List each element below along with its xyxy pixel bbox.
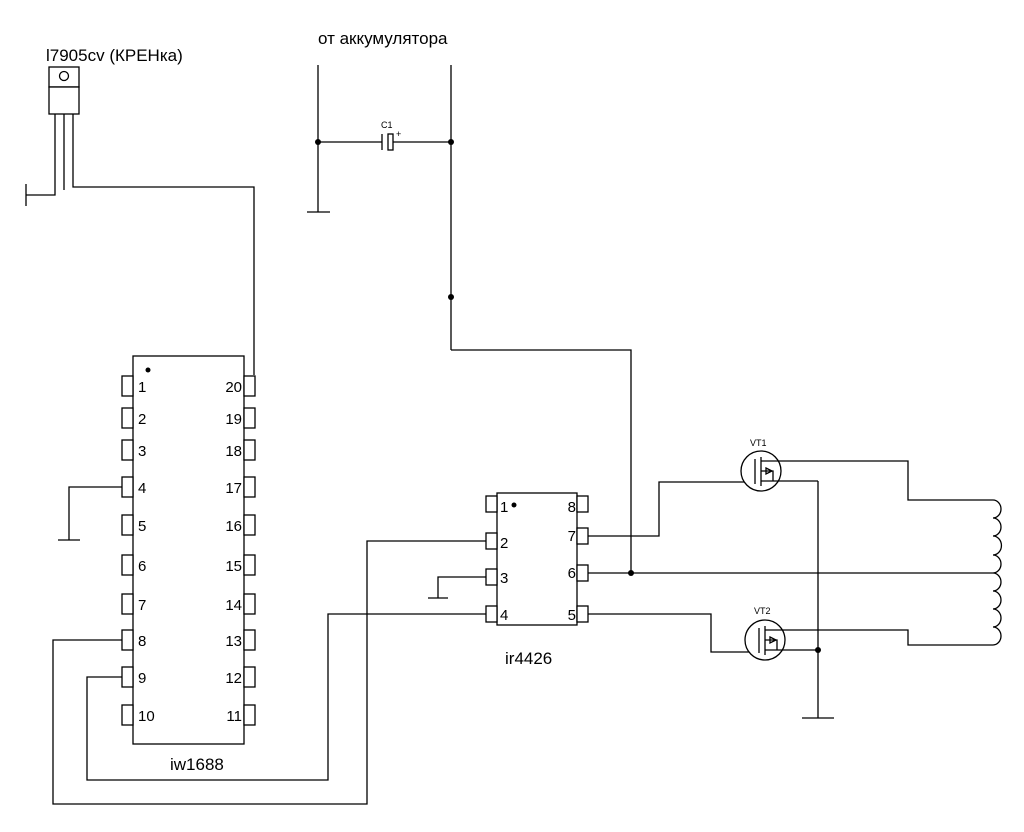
ic1-pin-1 <box>121 375 134 397</box>
ic-iw1688: iw1688 1 2 3 4 5 6 7 8 9 10 20 19 18 <box>121 355 256 774</box>
ic-ir4426-body <box>496 492 578 626</box>
pin1-marker <box>145 367 151 373</box>
ic1-pin-10 <box>121 704 134 726</box>
ic1-pin-13 <box>243 629 256 651</box>
ic2-pin-7 <box>576 527 589 545</box>
ic2-pin-label: 3 <box>500 570 508 587</box>
ic1-pin-label: 15 <box>225 558 242 575</box>
ic1-pin-9 <box>121 666 134 688</box>
ic1-pin-17 <box>243 476 256 498</box>
ic1-pin-label: 11 <box>226 708 242 725</box>
wire-driver-pin3-ground <box>437 576 486 598</box>
wire-battery-to-driver-pin6 <box>451 349 632 573</box>
ic2-pin-3 <box>485 568 498 586</box>
transistor-vt1: VT1 <box>740 438 818 492</box>
battery-label: от аккумулятора <box>318 29 448 48</box>
ic1-pin-19 <box>243 407 256 429</box>
ic1-pin-label: 12 <box>225 670 242 687</box>
junction-dot <box>815 647 821 653</box>
ic1-pin-4 <box>121 476 134 498</box>
ic1-pin-label: 19 <box>225 411 242 428</box>
ic1-pin-12 <box>243 666 256 688</box>
ic1-pin-5 <box>121 514 134 536</box>
junction-dot <box>448 139 454 145</box>
c1-plate-right <box>387 133 394 151</box>
ic1-pin-label: 18 <box>225 443 242 460</box>
ic1-pin-8 <box>121 629 134 651</box>
ic2-pin-label: 8 <box>568 499 576 516</box>
ic1-pin-label: 16 <box>225 518 242 535</box>
pin1-marker <box>511 502 517 508</box>
ic2-pin-label: 6 <box>568 565 576 582</box>
ic1-pin-7 <box>121 593 134 615</box>
regulator-body <box>48 86 80 115</box>
regulator-mounting-hole <box>58 70 70 82</box>
regulator-l7905cv: l7905cv (КРЕНка) <box>25 46 255 375</box>
wire-vt1-drain-to-coil <box>781 460 993 501</box>
junction-dot <box>628 570 634 576</box>
ic-iw1688-body <box>132 355 245 745</box>
ic1-pin-label: 6 <box>138 558 146 575</box>
ic2-pin-label: 2 <box>500 535 508 552</box>
ic1-pin-label: 20 <box>225 379 242 396</box>
ic1-pin-label: 17 <box>225 480 242 497</box>
ic2-pin-label: 4 <box>500 607 508 624</box>
regulator-leg-ground <box>26 114 56 196</box>
ic1-pin-6 <box>121 554 134 576</box>
vt1-label: VT1 <box>750 438 767 448</box>
ic2-pin-8 <box>576 495 589 513</box>
ic2-pin-5 <box>576 605 589 623</box>
ic1-pin-18 <box>243 439 256 461</box>
battery-input: от аккумулятора C1 + <box>307 29 632 573</box>
ic1-pin-label: 10 <box>138 708 155 725</box>
wire-pin9-to-driver-pin4 <box>86 613 486 781</box>
vt1-arrow <box>765 466 774 476</box>
ic1-pin-label: 1 <box>138 379 146 396</box>
ic1-pin-20 <box>243 375 256 397</box>
vt2-label: VT2 <box>754 606 771 616</box>
ic1-pin-label: 3 <box>138 443 146 460</box>
wire-vt2-drain-to-coil <box>785 629 993 646</box>
ic-ir4426: ir4426 1 2 3 4 8 7 6 5 <box>485 492 589 668</box>
wire-pin7-to-vt1-gate <box>588 481 752 537</box>
wire-pin8-to-driver-pin2 <box>52 540 486 805</box>
junction-dot <box>448 294 454 300</box>
transistor-vt2: VT2 <box>744 606 818 661</box>
ic1-pin-label: 5 <box>138 518 146 535</box>
ic1-pin-label: 8 <box>138 633 146 650</box>
c1-label: C1 <box>381 120 393 130</box>
junction-dot <box>315 139 321 145</box>
ic2-pin-label: 5 <box>568 607 576 624</box>
wire-pin5-to-vt2-gate <box>588 613 755 653</box>
ic1-pin-2 <box>121 407 134 429</box>
regulator-label: l7905cv (КРЕНка) <box>46 46 183 65</box>
ic2-pin-2 <box>485 532 498 550</box>
transformer-coil <box>992 499 1003 646</box>
wire-regulator-to-pin20 <box>72 114 255 375</box>
ic1-pin-label: 4 <box>138 480 146 497</box>
ic2-pin-label: 1 <box>500 499 508 516</box>
ic2-pin-6 <box>576 564 589 582</box>
ic2-pin-label: 7 <box>568 528 576 545</box>
ic-ir4426-label: ir4426 <box>505 649 552 668</box>
ic1-pin-14 <box>243 593 256 615</box>
ic1-pin-label: 14 <box>225 597 242 614</box>
ic1-pin-label: 9 <box>138 670 146 687</box>
ic2-pin-4 <box>485 605 498 623</box>
ic1-pin-11 <box>243 704 256 726</box>
ic-iw1688-label: iw1688 <box>170 755 224 774</box>
ic2-pin-1 <box>485 495 498 513</box>
ic1-pin-label: 13 <box>225 633 242 650</box>
vt2-arrow <box>769 635 778 645</box>
ic1-pin-3 <box>121 439 134 461</box>
ic1-pin-label: 2 <box>138 411 146 428</box>
ic1-pin-label: 7 <box>138 597 146 614</box>
wire-pin4-ground <box>68 486 122 540</box>
ic1-pin-15 <box>243 554 256 576</box>
ic1-pin-16 <box>243 514 256 536</box>
c1-plus-sign: + <box>396 129 401 139</box>
